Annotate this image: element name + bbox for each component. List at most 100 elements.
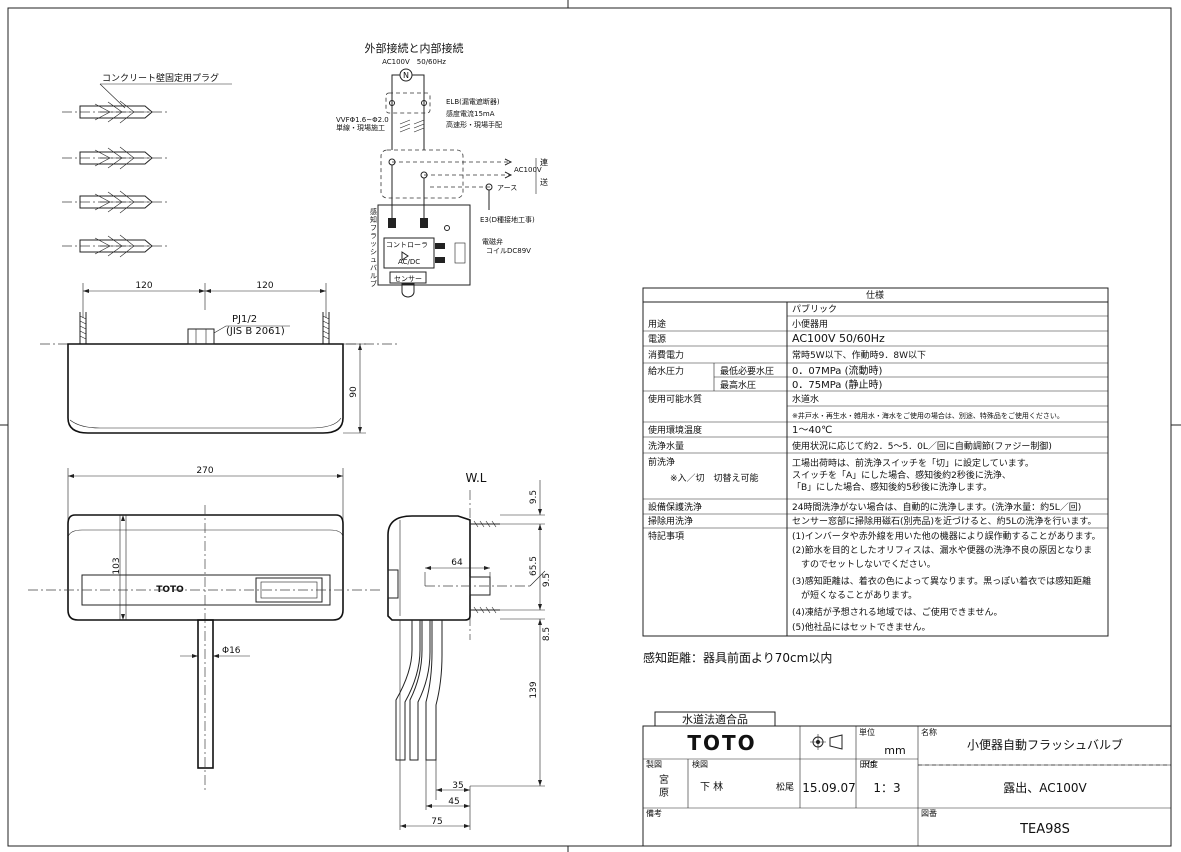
wiring-diagram: 外部接続と内部接続 AC100V 50/60Hz N ELB(漏電遮断器) 感度… bbox=[336, 41, 548, 298]
sensing-distance-note: 感知距離：器具前面より70cm以内 bbox=[643, 650, 832, 665]
svg-text:消費電力: 消費電力 bbox=[648, 349, 684, 361]
dim-35: 35 bbox=[452, 781, 463, 791]
svg-text:パブリック: パブリック bbox=[792, 303, 837, 315]
svg-text:水道水: 水道水 bbox=[792, 393, 819, 405]
front-brand: TOTO bbox=[156, 585, 184, 595]
junction-box bbox=[380, 149, 464, 199]
product-name: 小便器自動フラッシュバルブ bbox=[967, 737, 1123, 752]
svg-text:シ: シ bbox=[370, 248, 377, 256]
svg-text:単線・現場施工: 単線・現場施工 bbox=[336, 123, 385, 132]
svg-text:送: 送 bbox=[540, 177, 548, 187]
svg-text:(3)感知距離は、着衣の色によって異なります。黒っぽい着衣で: (3)感知距離は、着衣の色によって異なります。黒っぽい着衣では感知距離 bbox=[792, 575, 1091, 587]
front-pipe bbox=[197, 619, 214, 769]
svg-text:ラ: ラ bbox=[370, 232, 377, 240]
front-view: 270 TOTO 103 Φ16 bbox=[28, 466, 380, 790]
plug-3 bbox=[62, 190, 170, 214]
svg-text:スイッチを「A」にした場合、感知後約2秒後に洗浄、: スイッチを「A」にした場合、感知後約2秒後に洗浄、 bbox=[792, 469, 1011, 481]
controller-box bbox=[383, 237, 435, 269]
svg-text:日付: 日付 bbox=[859, 759, 875, 769]
scale-value: 1：3 bbox=[873, 781, 900, 795]
spec-table: 仕様 パブリック 用途 小便器用 電源 AC100V 50/60Hz 消費電力 … bbox=[642, 287, 1109, 637]
dim-45: 45 bbox=[448, 797, 459, 807]
toto-logo: TOTO bbox=[687, 731, 756, 755]
wiring-title: 外部接続と内部接続 bbox=[365, 41, 464, 55]
date-value: 15.09.07 bbox=[802, 781, 855, 795]
spec-title: 仕様 bbox=[866, 289, 884, 301]
svg-text:小便器用: 小便器用 bbox=[792, 318, 828, 330]
svg-text:連: 連 bbox=[540, 157, 548, 167]
svg-text:工場出荷時は、前洗浄スイッチを「切」に設定しています。: 工場出荷時は、前洗浄スイッチを「切」に設定しています。 bbox=[792, 457, 1034, 469]
elb-box bbox=[385, 92, 431, 114]
svg-text:尺度: 尺度 bbox=[862, 759, 878, 769]
dim-75: 75 bbox=[431, 817, 442, 827]
svg-text:知: 知 bbox=[370, 215, 377, 224]
plug-4 bbox=[62, 234, 170, 258]
dim-103: 103 bbox=[112, 557, 122, 574]
svg-text:感: 感 bbox=[370, 207, 377, 216]
svg-text:検図: 検図 bbox=[692, 759, 708, 769]
dim-90: 90 bbox=[349, 386, 359, 398]
svg-text:宮: 宮 bbox=[659, 773, 669, 786]
sensor-box bbox=[389, 271, 427, 284]
svg-text:電源: 電源 bbox=[648, 334, 666, 345]
svg-text:使用可能水質: 使用可能水質 bbox=[648, 393, 702, 405]
svg-text:(5)他社品にはセットできません。: (5)他社品にはセットできません。 bbox=[792, 621, 930, 633]
svg-text:AC/DC: AC/DC bbox=[398, 258, 420, 266]
svg-text:ELB(漏電遮断器): ELB(漏電遮断器) bbox=[446, 97, 500, 106]
svg-text:0．75MPa (静止時): 0．75MPa (静止時) bbox=[792, 378, 883, 391]
svg-text:N: N bbox=[403, 71, 409, 80]
dim-64: 64 bbox=[451, 558, 463, 568]
svg-text:※井戸水・再生水・雑用水・海水をご使用の場合は、別途、特殊品: ※井戸水・再生水・雑用水・海水をご使用の場合は、別途、特殊品をご使用ください。 bbox=[792, 411, 1064, 420]
pj-connector bbox=[187, 328, 215, 345]
dim-120-right: 120 bbox=[256, 281, 273, 291]
plug-2 bbox=[62, 146, 170, 170]
dim-9.5-mid: 9.5 bbox=[542, 573, 552, 587]
svg-text:下 林: 下 林 bbox=[700, 780, 723, 793]
svg-text:24時間洗浄がない場合は、自動的に洗浄します。(洗浄水量：約: 24時間洗浄がない場合は、自動的に洗浄します。(洗浄水量：約5L／回) bbox=[792, 501, 1081, 513]
svg-text:名称: 名称 bbox=[921, 727, 937, 737]
svg-text:AC100V 50/60Hz: AC100V 50/60Hz bbox=[792, 332, 885, 345]
unit-value: mm bbox=[884, 744, 905, 757]
top-view: 120 120 PJ1/2 (JIS B 2061) 90 bbox=[40, 281, 400, 434]
svg-text:ュ: ュ bbox=[370, 256, 377, 264]
svg-text:洗浄水量: 洗浄水量 bbox=[648, 440, 684, 452]
svg-text:VVFΦ1.6~Φ2.0: VVFΦ1.6~Φ2.0 bbox=[336, 116, 389, 124]
svg-text:AC100V: AC100V bbox=[514, 166, 542, 174]
svg-text:ッ: ッ bbox=[370, 240, 377, 248]
svg-text:前洗浄: 前洗浄 bbox=[648, 456, 675, 468]
projection-symbol-icon bbox=[810, 734, 843, 750]
svg-text:製図: 製図 bbox=[646, 759, 662, 769]
svg-text:ル: ル bbox=[370, 272, 377, 280]
plug-label: コンクリート壁固定用プラグ bbox=[102, 72, 219, 84]
svg-text:すのでセットしないでください。: すのでセットしないでください。 bbox=[792, 559, 936, 570]
side-pipe-1 bbox=[395, 620, 421, 761]
svg-text:図番: 図番 bbox=[921, 808, 937, 818]
svg-text:電磁弁: 電磁弁 bbox=[482, 237, 503, 246]
front-view-body bbox=[67, 514, 344, 621]
svg-text:アース: アース bbox=[497, 184, 517, 192]
svg-text:使用状況に応じて約2．5～5．0L／回に自動調節(ファジー制: 使用状況に応じて約2．5～5．0L／回に自動調節(ファジー制御) bbox=[792, 440, 1052, 452]
svg-text:掃除用洗浄: 掃除用洗浄 bbox=[648, 515, 693, 527]
svg-text:※入／切 切替え可能: ※入／切 切替え可能 bbox=[670, 472, 759, 484]
valve-box bbox=[377, 204, 471, 286]
svg-text:ブ: ブ bbox=[370, 279, 377, 288]
svg-text:「B」にした場合、感知後約5秒後に洗浄します。: 「B」にした場合、感知後約5秒後に洗浄します。 bbox=[792, 481, 992, 493]
svg-text:常時5W以下、作動時9．8W以下: 常時5W以下、作動時9．8W以下 bbox=[792, 349, 926, 361]
dim-120-left: 120 bbox=[135, 281, 152, 291]
drawing-number: TEA98S bbox=[1019, 822, 1070, 837]
svg-text:1～40℃: 1～40℃ bbox=[792, 425, 832, 436]
side-pipe-3 bbox=[425, 620, 443, 761]
drawing-frame bbox=[7, 7, 1172, 847]
svg-text:感度電流15mA: 感度電流15mA bbox=[446, 109, 495, 118]
pj-standard: (JIS B 2061) bbox=[226, 326, 285, 337]
dim-8.5: 8.5 bbox=[542, 627, 552, 641]
svg-text:用途: 用途 bbox=[648, 318, 666, 330]
dim-65.5: 65.5 bbox=[529, 556, 539, 576]
supply-label: AC100V 50/60Hz bbox=[382, 58, 446, 66]
svg-text:給水圧力: 給水圧力 bbox=[648, 365, 684, 377]
top-view-body bbox=[67, 343, 344, 434]
svg-text:備考: 備考 bbox=[646, 808, 662, 818]
side-pipe-2 bbox=[409, 620, 431, 761]
svg-text:センサー: センサー bbox=[394, 275, 422, 283]
